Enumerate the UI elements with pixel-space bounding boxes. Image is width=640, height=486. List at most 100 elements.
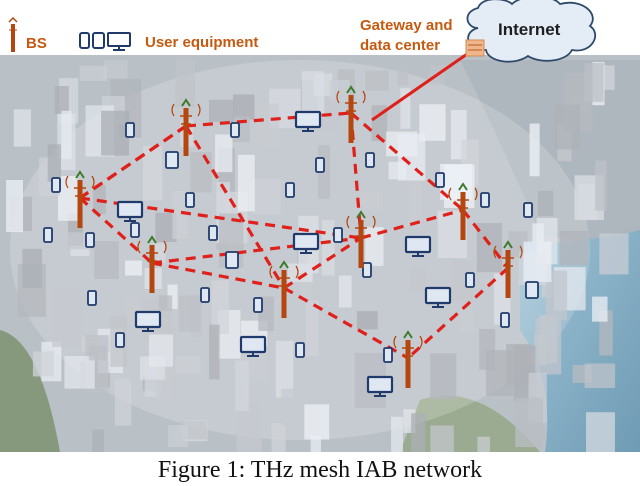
building — [523, 241, 552, 282]
building — [252, 178, 281, 214]
building — [237, 154, 255, 212]
building — [356, 311, 378, 330]
smartphone-icon — [362, 262, 372, 278]
internet-label: Internet — [498, 20, 561, 39]
mesh-link — [184, 125, 286, 289]
building — [359, 191, 384, 210]
building — [515, 397, 543, 448]
building — [153, 243, 166, 264]
legend-bs-icon — [8, 16, 18, 52]
smartphone-icon — [383, 347, 393, 363]
building — [584, 363, 616, 389]
building — [400, 88, 411, 129]
building — [371, 105, 388, 142]
building — [275, 340, 294, 398]
building — [532, 223, 544, 243]
smartphone-icon — [185, 192, 195, 208]
building — [211, 280, 229, 335]
building — [430, 353, 457, 400]
smartphone-icon — [43, 227, 53, 243]
building — [554, 104, 581, 150]
mesh-link — [283, 236, 362, 290]
building — [52, 289, 81, 348]
smartphone-icon — [333, 227, 343, 243]
gateway-label-line2: data center — [360, 37, 441, 54]
tablet-icon — [525, 281, 539, 299]
gateway-icon — [465, 39, 485, 57]
building — [155, 212, 177, 242]
building — [215, 134, 233, 173]
mesh-link — [283, 286, 409, 360]
tablet-icon — [225, 251, 239, 269]
base-station-tower-icon — [493, 240, 523, 298]
building — [175, 60, 196, 108]
building — [54, 85, 69, 114]
devices-layer — [43, 110, 539, 397]
base-station-tower-icon — [269, 260, 299, 318]
base-station-tower-icon — [65, 170, 95, 228]
building — [545, 270, 568, 320]
building — [57, 175, 78, 221]
building — [32, 351, 54, 377]
building — [236, 404, 262, 452]
base-station-tower-icon — [171, 98, 201, 156]
legend-phone-icon — [79, 32, 90, 49]
building — [175, 356, 201, 375]
base-station-tower-icon — [137, 235, 167, 293]
building — [114, 379, 132, 426]
building — [305, 300, 319, 357]
mesh-link — [151, 261, 285, 290]
mesh-link — [461, 209, 510, 269]
network-figure: BS User equipment Gateway and data cente… — [0, 0, 640, 452]
mesh-links-layer — [78, 50, 510, 360]
building — [460, 308, 474, 333]
mesh-link — [406, 266, 510, 360]
monitor-icon — [134, 310, 162, 332]
building — [304, 404, 330, 440]
tablet-icon — [165, 151, 179, 169]
smartphone-icon — [51, 177, 61, 193]
building — [338, 275, 352, 308]
building — [430, 425, 454, 452]
building — [256, 103, 280, 148]
smartphone-icon — [130, 222, 140, 238]
building — [235, 360, 249, 412]
building — [535, 318, 562, 375]
building — [391, 416, 404, 452]
building — [92, 429, 105, 452]
legend-tablet-icon — [92, 32, 105, 49]
building — [271, 423, 286, 452]
building — [329, 79, 350, 102]
towers-layer — [65, 85, 523, 388]
smartphone-icon — [125, 122, 135, 138]
building — [321, 220, 335, 276]
smartphone-icon — [230, 122, 240, 138]
mesh-link — [185, 111, 352, 128]
smartphone-icon — [465, 272, 475, 288]
monitor-icon — [292, 232, 320, 254]
building — [208, 99, 235, 122]
smartphone-icon — [500, 312, 510, 328]
building — [13, 109, 31, 147]
base-station-tower-icon — [346, 210, 376, 268]
smartphone-icon — [315, 157, 325, 173]
building — [310, 435, 321, 452]
building — [167, 284, 178, 310]
building — [410, 266, 427, 292]
building — [450, 260, 473, 303]
building — [178, 295, 201, 332]
smartphone-icon — [480, 192, 490, 208]
legend-ue-icons — [79, 32, 131, 51]
monitor-icon — [239, 335, 267, 357]
gateway-label-line1: Gateway and — [360, 17, 453, 34]
gateway-link — [371, 50, 471, 122]
mesh-link — [151, 236, 362, 265]
building — [365, 70, 389, 91]
mesh-link — [360, 208, 464, 240]
mesh-link — [79, 124, 187, 200]
building — [47, 144, 62, 182]
legend-bs-label: BS — [26, 35, 47, 52]
building — [386, 131, 418, 157]
city-map — [0, 0, 640, 452]
monitor-icon — [424, 286, 452, 308]
